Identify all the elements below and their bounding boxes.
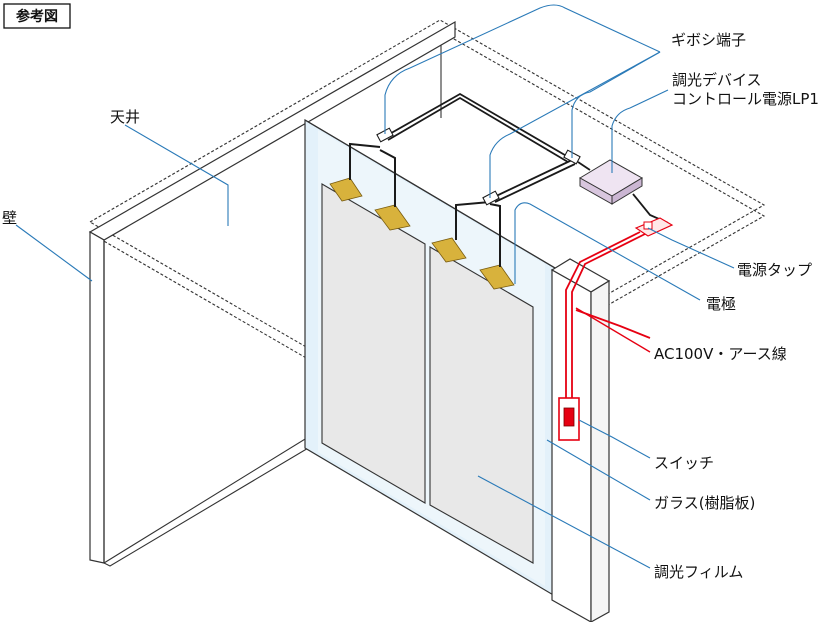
wall-label: 壁 <box>2 209 17 227</box>
badge-text: 参考図 <box>16 8 58 25</box>
reference-badge: 参考図 <box>3 3 71 29</box>
ceiling-outline <box>88 19 766 419</box>
device-label-line1: 調光デバイス <box>672 71 762 89</box>
ac-power-wire <box>565 231 651 400</box>
ac-line-label: AC100V・アース線 <box>654 345 787 363</box>
leader-lines <box>15 4 735 569</box>
device-label-line2: コントロール電源LP1 <box>672 90 819 108</box>
power-tap <box>634 217 674 237</box>
dimming-film <box>321 183 534 564</box>
power-tap-label: 電源タップ <box>737 261 812 279</box>
harness-wires <box>385 92 669 229</box>
electrodes <box>329 177 515 290</box>
glass-label: ガラス(樹脂板) <box>654 494 755 512</box>
ceiling-label: 天井 <box>110 108 140 126</box>
electrode-wires <box>349 142 501 267</box>
wall-switch <box>558 397 580 441</box>
gibosi-label: ギボシ端子 <box>671 31 746 49</box>
electrode-label: 電極 <box>706 295 736 313</box>
pillar <box>550 258 611 622</box>
labels: 天井 壁 ギボシ端子 調光デバイス コントロール電源LP1 電源タップ 電極 A… <box>2 31 819 581</box>
film-label: 調光フィルム <box>654 563 743 581</box>
ac-leader <box>575 307 651 353</box>
switch-label: スイッチ <box>654 454 714 472</box>
control-device <box>579 159 643 205</box>
